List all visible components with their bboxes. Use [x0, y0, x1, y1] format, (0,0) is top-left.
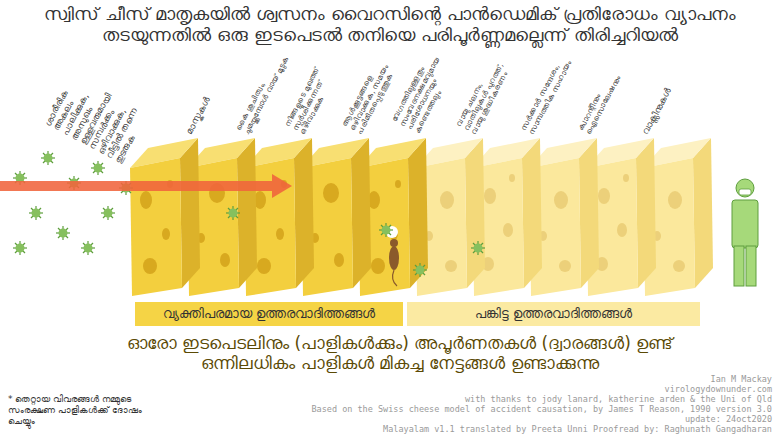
layer-label: ശാരീരിക അകലം പാലിക്കുക, അസുഖം ഉള്ളവരുമായ…: [43, 59, 156, 165]
title-text: സ്വിസ് ചീസ് മാതൃകയിൽ ശ്വസനം വൈറസിന്റെ പാ…: [10, 3, 770, 45]
layer-label: മാസ്കുകൾ: [184, 54, 234, 136]
credit-line: with thanks to jody lanard, katherine ar…: [465, 394, 772, 404]
mouse: [389, 239, 399, 286]
band-label: പങ്കിട്ട ഉത്തരവാദിത്തങ്ങൾ: [475, 306, 632, 322]
virus-particles: [13, 151, 485, 277]
protected-person: [732, 179, 758, 286]
credit-line: virologydownunder.com: [665, 384, 772, 394]
layer-label: സർക്കാർ സന്ദേശം, സാമ്പത്തിക സഹായം: [520, 51, 577, 137]
layer-label: നിങ്ങളുടെ മുഖത്ത് സ്പർശിക്കുന്നത് ഒഴിവാക…: [284, 46, 348, 136]
layer-label: വാക്സിനുകൾ: [640, 54, 690, 136]
cheese-slices: [130, 138, 713, 296]
credit-line: update: 24oct2020: [685, 414, 772, 424]
layer-label: കൈ ശുചിത്വം, ചുമയ്ക്കുമ്പോൾ വായ് മൂടുക: [235, 51, 292, 137]
credit-line: Based on the Swiss cheese model of accid…: [311, 404, 772, 414]
footnote: * തെറ്റായ വിവരങ്ങൾ നമ്മുടെ സംരക്ഷണ പാളിക…: [8, 394, 158, 427]
caption-text: ഓരോ ഇടപെടലിനും (പാളികൾക്കും) അപൂർണതകൾ (ദ…: [100, 333, 700, 373]
responsibility-band: വ്യക്തിപരമായ ഉത്തരവാദിത്തങ്ങൾ: [135, 302, 403, 326]
responsibility-band: പങ്കിട്ട ഉത്തരവാദിത്തങ്ങൾ: [407, 302, 700, 326]
layer-label: ക്വാറന്റീനും ഐസൊലേഷനും: [577, 51, 634, 137]
credit-line: Ian M Mackay: [711, 374, 772, 384]
layer-label: വേഗത്തിലുള്ളതും സംവേദനക്ഷമവുമായ പരിശോധനയ…: [390, 42, 462, 136]
band-label: വ്യക്തിപരമായ ഉത്തരവാദിത്തങ്ങൾ: [163, 306, 375, 322]
exposure-arrow: [0, 174, 292, 198]
credit-line: Malayalam v1.1 translated by Preeta Unni…: [383, 424, 772, 434]
layer-label: വായു ചലനം, വാതിലുകൾ പുറത്ത്, വായു ശുദ്ധീ…: [455, 46, 519, 136]
